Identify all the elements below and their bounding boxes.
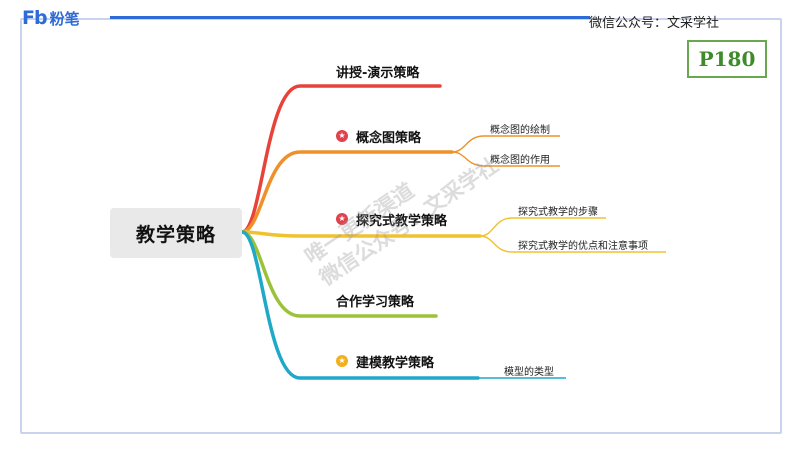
logo-text: 粉笔	[49, 9, 80, 28]
subbranch-label-3b: 探究式教学的优点和注意事项	[518, 241, 648, 252]
branch-label-2: 概念图策略	[356, 131, 422, 146]
branch-connector-5	[240, 230, 480, 380]
header-rule	[110, 16, 590, 19]
star-icon: ★	[336, 130, 348, 142]
branch-connector-3	[240, 230, 482, 238]
star-icon: ★	[336, 355, 348, 367]
page-number-badge: P180	[687, 40, 767, 78]
subbranch-connector-3b	[479, 235, 666, 253]
star-icon: ★	[336, 213, 348, 225]
subbranch-label-2b: 概念图的作用	[490, 155, 550, 166]
subbranch-connector-3a	[479, 217, 606, 237]
logo-mark: Fb	[22, 7, 48, 29]
branch-connector-1	[240, 84, 442, 234]
branch-label-4: 合作学习策略	[336, 295, 415, 310]
wechat-account-label: 微信公众号：文采学社	[589, 16, 720, 31]
subbranch-connector-2b	[451, 151, 560, 167]
branch-label-3: 探究式教学策略	[356, 214, 448, 229]
subbranch-label-3a: 探究式教学的步骤	[518, 207, 598, 218]
subbranch-label-2a: 概念图的绘制	[490, 125, 550, 136]
slide-frame	[20, 18, 782, 434]
central-topic: 教学策略	[110, 208, 242, 258]
subbranch-label-5a: 模型的类型	[504, 367, 554, 378]
subbranch-connector-2a	[451, 135, 560, 153]
branch-connector-2	[240, 150, 454, 234]
branch-label-5: 建模教学策略	[356, 356, 435, 371]
branch-label-1: 讲授-演示策略	[336, 66, 420, 81]
brand-logo: Fb 粉笔	[22, 7, 80, 29]
